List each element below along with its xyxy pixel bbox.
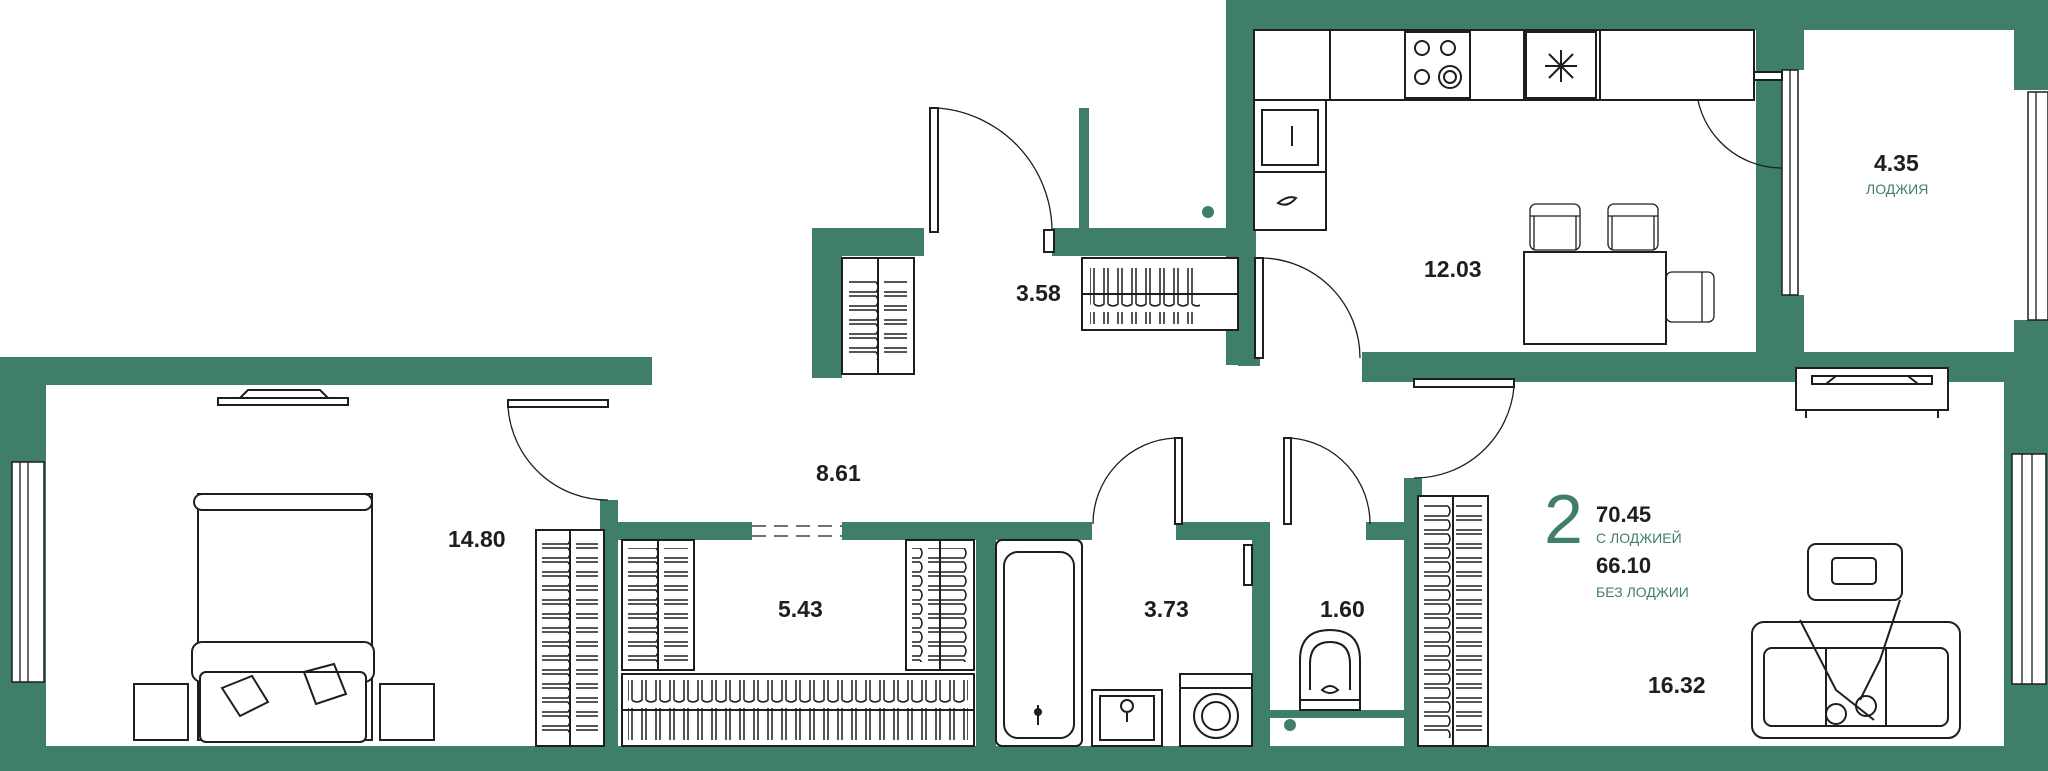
washing-machine-icon — [1179, 673, 1253, 747]
living-room-area: 16.32 — [1648, 672, 1706, 698]
bed-icon — [191, 493, 375, 743]
total-without-loggia: 66.10 — [1596, 553, 1652, 578]
toilet-area: 1.60 — [1320, 596, 1365, 622]
loggia-label: ЛОДЖИЯ — [1866, 181, 1929, 197]
loggia-area: 4.35 — [1874, 150, 1919, 176]
with-loggia-label: С ЛОДЖИЕЙ — [1596, 530, 1682, 546]
kitchen-area: 12.03 — [1424, 256, 1482, 282]
bedroom-furniture — [133, 389, 435, 743]
tv-icon — [217, 389, 349, 406]
toilet-icon — [1299, 628, 1361, 711]
without-loggia-label: БЕЗ ЛОДЖИИ — [1596, 584, 1689, 600]
sofa-icon — [1751, 599, 1961, 739]
stove-icon — [1404, 31, 1471, 99]
bathroom-area: 3.73 — [1144, 596, 1189, 622]
tv-icon — [1795, 367, 1949, 418]
fridge-icon — [1525, 31, 1597, 99]
living-furniture — [1751, 367, 1961, 739]
corridor-area: 8.61 — [816, 460, 861, 486]
bathtub-icon — [995, 539, 1083, 747]
kitchen-furniture — [1253, 29, 1755, 345]
total-with-loggia: 70.45 — [1596, 502, 1652, 527]
bathroom-furniture — [995, 539, 1253, 747]
doors — [507, 71, 1783, 731]
windows — [11, 69, 2048, 685]
rooms-count: 2 — [1544, 480, 1583, 558]
wardrobe-area: 5.43 — [778, 596, 823, 622]
hall-upper-area: 3.58 — [1016, 280, 1061, 306]
wardrobes — [535, 257, 1489, 747]
sink-icon — [1261, 109, 1319, 206]
bedroom-area: 14.80 — [448, 526, 506, 552]
